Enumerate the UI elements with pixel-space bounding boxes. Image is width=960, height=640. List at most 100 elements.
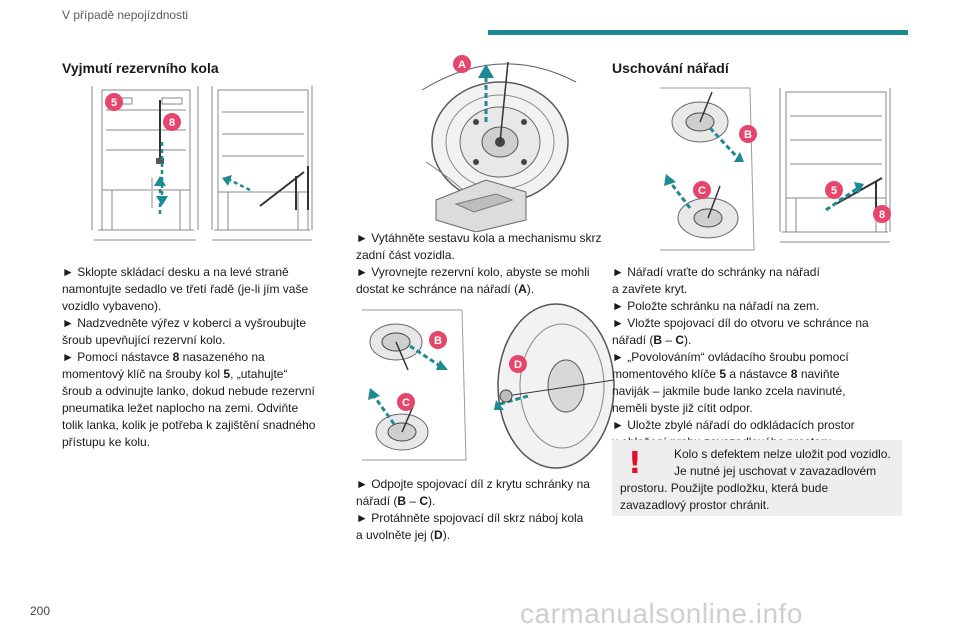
text-line: ► Položte schránku na nářadí na zem. (612, 298, 869, 315)
right-section-title: Uschování nářadí (612, 60, 729, 76)
text-segment: ► Položte schránku na nářadí na zem. (612, 299, 820, 313)
left-instructions: ► Sklopte skládací desku a na levé stran… (62, 264, 315, 451)
text-line: ► Vyrovnejte rezervní kolo, abyste se mo… (356, 264, 602, 281)
text-segment: šroub upevňující rezervní kolo. (62, 333, 226, 347)
badge-C-right-label: C (698, 185, 706, 197)
bold-reference: 8 (790, 367, 798, 381)
bold-reference: A (518, 282, 527, 296)
badge-A-label: A (458, 59, 466, 71)
text-segment: a nástavce (726, 367, 791, 381)
text-segment: a uvolněte jej ( (356, 528, 435, 542)
text-line: tolik lanka, kolik je potřeba k zajištěn… (62, 417, 315, 434)
badge-8-right-label: 8 (879, 209, 885, 221)
text-segment: ). (442, 528, 451, 542)
text-line: ► Pomocí nástavce 8 nasazeného na (62, 349, 315, 366)
bold-reference: 8 (172, 350, 180, 364)
text-segment: pneumatika ležet naplocho na zemi. Odviň… (62, 401, 299, 415)
bold-reference: C (419, 494, 429, 508)
text-segment: přístupu ke kolu. (62, 435, 151, 449)
badge-8-right (873, 205, 891, 223)
badge-D-label: D (514, 359, 522, 371)
text-segment: ► Vytáhněte sestavu kola a mechanismu sk… (356, 231, 602, 245)
text-segment: – (406, 494, 420, 508)
text-segment: namontujte sedadlo ve třetí řadě (je-li … (62, 282, 309, 296)
badge-B-label: B (434, 335, 442, 347)
text-segment: nasazeného na (179, 350, 265, 364)
text-segment: naviják – jakmile bude lanko zcela navin… (612, 384, 846, 398)
text-line: nářadí (B – C). (356, 493, 590, 510)
text-line: ► Nadzvedněte výřez v koberci a vyšroubu… (62, 315, 315, 332)
text-segment: ► Protáhněte spojovací díl skrz náboj ko… (356, 511, 584, 525)
text-segment: momentového klíče (612, 367, 720, 381)
text-line: ► Protáhněte spojovací díl skrz náboj ko… (356, 510, 590, 527)
header-accent-bar (488, 30, 908, 35)
right-instructions: ► Nářadí vraťte do schránky na nářadí a z… (612, 264, 869, 451)
bold-reference: D (434, 528, 443, 542)
text-segment: ► Nadzvedněte výřez v koberci a vyšroubu… (62, 316, 306, 330)
badge-5 (105, 93, 123, 111)
text-segment: , „utahujte“ (230, 367, 288, 381)
illustration-spare-wheel-removal: 5 8 (91, 86, 313, 241)
badge-5-right (825, 181, 843, 199)
text-line: ► „Povolováním“ ovládacího šroubu pomocí (612, 349, 869, 366)
text-segment: ► „Povolováním“ ovládacího šroubu pomocí (612, 350, 849, 364)
text-line: a uvolněte jej (D). (356, 527, 590, 544)
badge-B (429, 331, 447, 349)
text-segment: ► Sklopte skládací desku a na levé stran… (62, 265, 289, 279)
warning-box: ! Kolo s defektem nelze uložit pod vozid… (612, 440, 902, 516)
illustration-spare-wheel-A: A (421, 55, 577, 232)
warning-line: zavazadlový prostor chránit. (620, 498, 770, 512)
badge-8 (163, 113, 181, 131)
watermark: carmanualsonline.info (520, 598, 803, 629)
text-segment: ► Uložte zbylé nářadí do odkládacích pro… (612, 418, 855, 432)
text-line: ► Vytáhněte sestavu kola a mechanismu sk… (356, 230, 602, 247)
text-segment: šroub a odvinujte lanko, dokud nebude re… (62, 384, 315, 398)
middle-instructions-2: ► Odpojte spojovací díl z krytu schránky… (356, 476, 590, 544)
text-segment: ► Odpojte spojovací díl z krytu schránky… (356, 477, 590, 491)
warning-text: Kolo s defektem nelze uložit pod vozidlo… (620, 446, 898, 514)
exclamation-warning-icon: ! (628, 446, 642, 481)
text-line: přístupu ke kolu. (62, 434, 315, 451)
text-segment: ► Vyrovnejte rezervní kolo, abyste se mo… (356, 265, 590, 279)
warning-line: prostoru. Použijte podložku, která bude (620, 481, 829, 495)
page-number: 200 (30, 604, 51, 618)
text-segment: a zavřete kryt. (612, 282, 688, 296)
text-line: ► Uložte zbylé nářadí do odkládacích pro… (612, 417, 869, 434)
text-segment: momentový klíč na šrouby kol (62, 367, 224, 381)
middle-instructions-1: ► Vytáhněte sestavu kola a mechanismu sk… (356, 230, 602, 298)
text-segment: neměli byste již cítit odpor. (612, 401, 753, 415)
illustration-tool-storage: B C 5 8 (660, 87, 891, 251)
text-segment: nářadí ( (612, 333, 654, 347)
bold-reference: B (397, 494, 407, 508)
badge-D (509, 355, 527, 373)
text-line: a zavřete kryt. (612, 281, 869, 298)
badge-8-label: 8 (169, 117, 175, 129)
bold-reference: 5 (223, 367, 231, 381)
text-line: pneumatika ležet naplocho na zemi. Odviň… (62, 400, 315, 417)
text-segment: dostat ke schránce na nářadí ( (356, 282, 519, 296)
badge-5-label: 5 (111, 97, 117, 109)
text-line: zadní část vozidla. (356, 247, 602, 264)
text-line: vozidlo vybaveno). (62, 298, 315, 315)
text-line: momentového klíče 5 a nástavce 8 naviňte (612, 366, 869, 383)
text-segment: ► Nářadí vraťte do schránky na nářadí (612, 265, 820, 279)
text-line: momentový klíč na šrouby kol 5, „utahujt… (62, 366, 315, 383)
text-segment: nářadí ( (356, 494, 398, 508)
text-segment: ► Pomocí nástavce (62, 350, 173, 364)
text-line: ► Sklopte skládací desku a na levé stran… (62, 264, 315, 281)
badge-C-label: C (402, 397, 410, 409)
text-segment: vozidlo vybaveno). (62, 299, 162, 313)
text-line: šroub upevňující rezervní kolo. (62, 332, 315, 349)
text-line: šroub a odvinujte lanko, dokud nebude re… (62, 383, 315, 400)
text-line: dostat ke schránce na nářadí (A). (356, 281, 602, 298)
bold-reference: B (653, 333, 663, 347)
text-segment: zadní část vozidla. (356, 248, 455, 262)
text-line: neměli byste již cítit odpor. (612, 400, 869, 417)
badge-B-right (739, 125, 757, 143)
text-line: ► Nářadí vraťte do schránky na nářadí (612, 264, 869, 281)
bold-reference: C (675, 333, 685, 347)
text-line: ► Vložte spojovací díl do otvoru ve schr… (612, 315, 869, 332)
badge-A (453, 55, 471, 73)
illustration-connector-B-C-D: B C D (362, 303, 615, 469)
text-segment: naviňte (797, 367, 840, 381)
